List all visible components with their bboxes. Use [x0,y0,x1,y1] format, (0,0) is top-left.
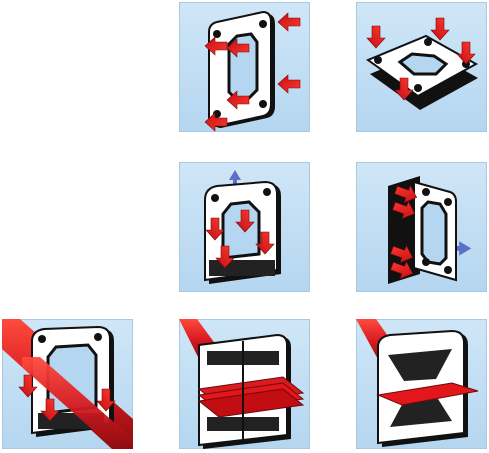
frame-split-slide-icon [356,162,487,292]
frame-cable-wedge-icon [356,319,487,449]
tile-frame-split-slide [356,162,487,292]
tile-frame-with-cable [2,319,133,449]
tile-frame-split-lift [179,162,310,292]
frame-with-flat-cables-icon [179,319,310,449]
frame-split-lift-icon [179,162,310,292]
frame-press-top-icon [356,2,487,132]
tile-frame-press-top [356,2,487,132]
tile-frame-with-flat-cables [179,319,310,449]
frame-squeeze-sides-icon [179,2,310,132]
tile-frame-cable-wedge [356,319,487,449]
frame-with-cable-icon [2,319,133,449]
tile-frame-squeeze-sides [179,2,310,132]
